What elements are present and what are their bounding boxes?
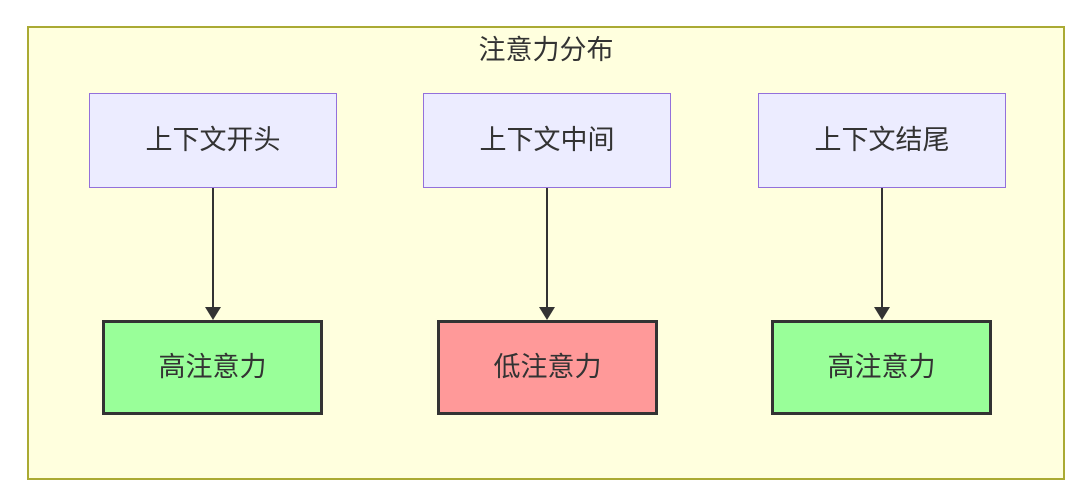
node-context-end: 上下文结尾 xyxy=(758,93,1006,188)
node-high-attention-right: 高注意力 xyxy=(771,320,992,415)
node-high-attention-right-label: 高注意力 xyxy=(827,352,936,383)
node-context-end-label: 上下文结尾 xyxy=(814,125,950,156)
node-low-attention-middle: 低注意力 xyxy=(437,320,658,415)
node-context-middle: 上下文中间 xyxy=(423,93,671,188)
node-low-attention-middle-label: 低注意力 xyxy=(493,352,602,383)
arrow-head-icon xyxy=(874,307,890,320)
node-high-attention-left: 高注意力 xyxy=(102,320,323,415)
node-context-start: 上下文开头 xyxy=(89,93,337,188)
node-context-start-label: 上下文开头 xyxy=(145,125,281,156)
node-high-attention-left-label: 高注意力 xyxy=(158,352,267,383)
arrow-line xyxy=(881,188,883,308)
node-context-middle-label: 上下文中间 xyxy=(479,125,615,156)
arrow-line xyxy=(546,188,548,308)
arrow-line xyxy=(212,188,214,308)
arrow-head-icon xyxy=(539,307,555,320)
diagram-title: 注意力分布 xyxy=(478,35,614,66)
arrow-head-icon xyxy=(205,307,221,320)
